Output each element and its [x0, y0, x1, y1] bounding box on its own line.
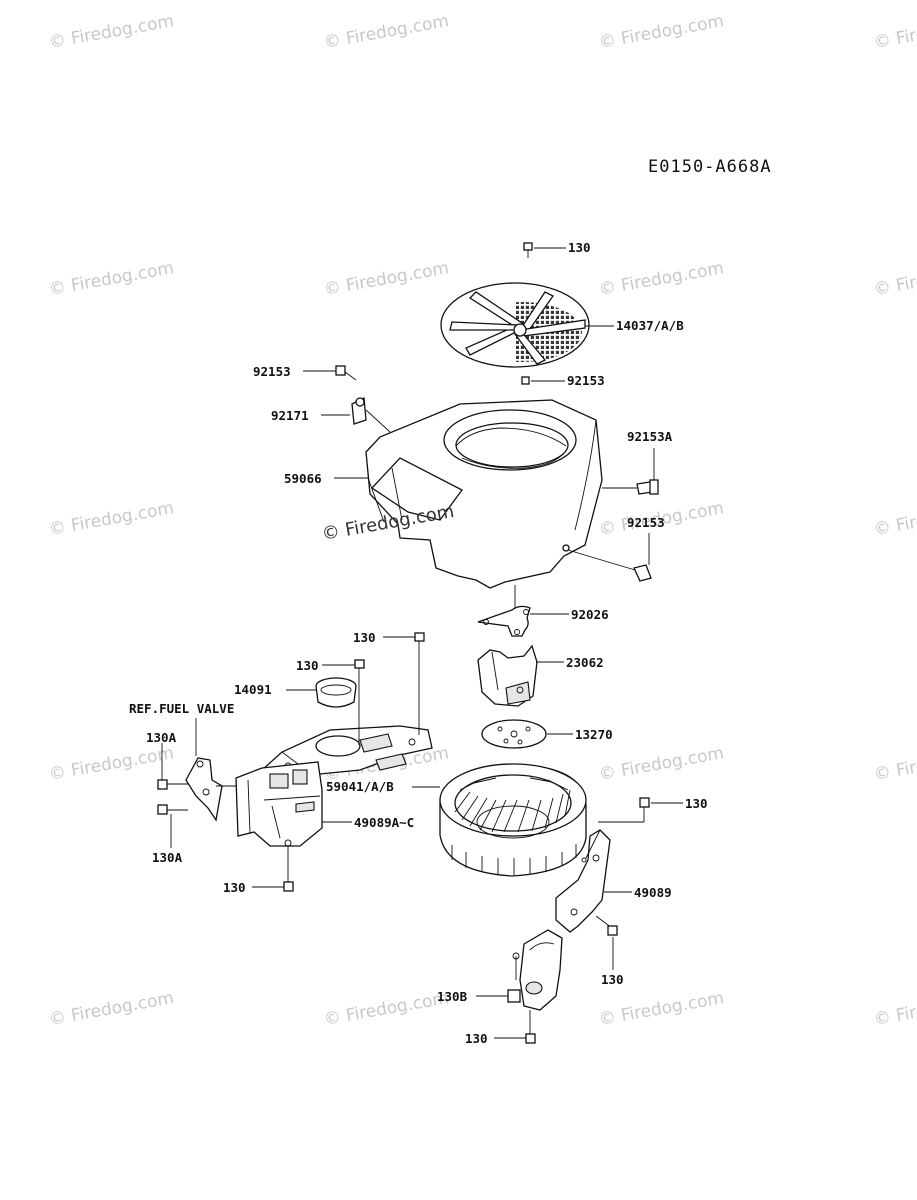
watermark: © Firedog.com — [322, 988, 450, 1030]
bracket-49089 — [555, 829, 632, 933]
cover-right-lower — [512, 929, 563, 1011]
screw-92153-mid — [521, 376, 565, 385]
collar-14091 — [286, 677, 357, 708]
label-130: 130 — [465, 1031, 488, 1046]
watermark: © Firedog.com — [322, 258, 450, 300]
label-59066: 59066 — [284, 471, 322, 486]
rotating-screen-14037 — [440, 282, 614, 368]
clip-92171 — [321, 396, 391, 433]
fuel-valve-bracket — [185, 757, 236, 822]
label-49089: 49089 — [634, 885, 672, 900]
bolt-130-top — [523, 242, 566, 258]
bolt-130B — [476, 989, 521, 1003]
watermark: © Firedog.com — [322, 11, 450, 53]
screw-92153-right — [567, 533, 652, 582]
label-92153: 92153 — [567, 373, 605, 388]
label-130A: 130A — [152, 850, 183, 865]
label-23062: 23062 — [566, 655, 604, 670]
watermark: © Firedog.com — [597, 988, 725, 1030]
watermark: © Firedog.com — [872, 498, 917, 540]
label-92171: 92171 — [271, 408, 309, 423]
cover-49089AC — [235, 761, 352, 847]
label-130: 130 — [223, 880, 246, 895]
fan-59041 — [412, 763, 587, 877]
label-130A: 130A — [146, 730, 177, 745]
label-92153A: 92153A — [627, 429, 673, 444]
label-14091: 14091 — [234, 682, 272, 697]
bolt-130-bottom — [494, 1010, 536, 1044]
watermark: © Firedog.com — [597, 258, 725, 300]
watermark: © Firedog.com — [47, 258, 175, 300]
watermark: © Firedog.com — [47, 743, 175, 785]
fan-housing-59066 — [334, 399, 603, 589]
plate-92026 — [477, 605, 569, 637]
label-49089AC: 49089A~C — [354, 815, 414, 830]
bolt-130-upper — [383, 632, 425, 735]
label-130: 130 — [568, 240, 591, 255]
watermark: © Firedog.com — [597, 743, 725, 785]
label-130: 130 — [685, 796, 708, 811]
screw-92153-left — [303, 365, 357, 381]
label-13270: 13270 — [575, 727, 613, 742]
label-92153: 92153 — [627, 515, 665, 530]
watermark: © Firedog.com — [47, 11, 175, 53]
label-130: 130 — [353, 630, 376, 645]
watermark: © Firedog.com — [47, 988, 175, 1030]
bolt-130-right — [598, 797, 683, 823]
bolt-130-lower-left — [252, 846, 294, 892]
watermark: © Firedog.com — [47, 498, 175, 540]
label-92026: 92026 — [571, 607, 609, 622]
bolt-130-bracket — [595, 915, 618, 970]
label-ref-fuel-valve: REF.FUEL VALVE — [129, 701, 234, 716]
label-130: 130 — [296, 658, 319, 673]
bolt-130A-bottom — [157, 804, 188, 848]
bolt-130-collar — [322, 659, 365, 745]
diagram-code: E0150-A668A — [648, 157, 772, 177]
bracket-23062 — [477, 644, 564, 707]
watermark: © Firedog.com — [872, 11, 917, 53]
watermark: © Firedog.com — [597, 11, 725, 53]
label-130B: 130B — [437, 989, 468, 1004]
label-14037: 14037/A/B — [616, 318, 684, 333]
watermark: © Firedog.com — [872, 743, 917, 785]
watermark: © Firedog.com — [872, 988, 917, 1030]
plate-13270 — [481, 719, 573, 749]
label-92153: 92153 — [253, 364, 291, 379]
label-59041: 59041/A/B — [326, 779, 394, 794]
label-130: 130 — [601, 972, 624, 987]
screw-92153A — [602, 448, 659, 495]
watermark: © Firedog.com — [872, 258, 917, 300]
bolt-130A-top — [157, 743, 188, 790]
